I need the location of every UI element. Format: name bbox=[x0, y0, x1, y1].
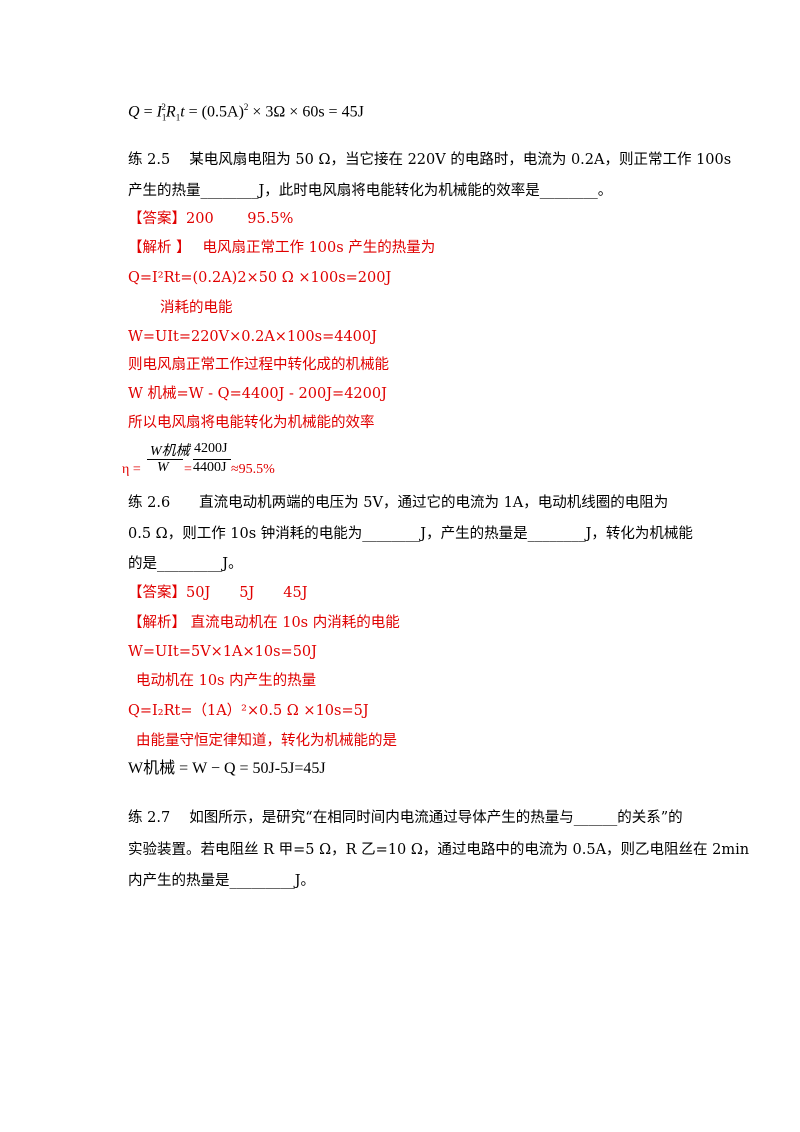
ex25-mech-label: 则电风扇正常工作过程中转化成的机械能 bbox=[128, 357, 389, 373]
top-formula: Q = I12R1t = (0.5A)2 × 3Ω × 60s = 45J bbox=[128, 102, 364, 123]
ex26-conservation-label: 由能量守恒定律知道，转化为机械能的是 bbox=[136, 733, 397, 749]
ex25-consumed-label: 消耗的电能 bbox=[160, 300, 233, 316]
ex25-answer: 【答案】200 95.5% bbox=[128, 211, 294, 227]
eff-result: ≈95.5% bbox=[231, 462, 275, 477]
eff-eq: = bbox=[184, 462, 192, 477]
eff-num-right: 4200J bbox=[194, 441, 228, 456]
ex25-heat-line: Q=I²Rt=(0.2A)2×50 Ω ×100s=200J bbox=[128, 270, 392, 286]
ex27-question-line1: 练 2.7 如图所示，是研究“在相同时间内电流通过导体产生的热量与______的… bbox=[128, 810, 683, 826]
ex25-work-line: W=UIt=220V×0.2A×100s=4400J bbox=[128, 329, 377, 345]
eff-fraction-bar-left bbox=[147, 459, 183, 460]
ex26-answer: 【答案】50J 5J 45J bbox=[128, 585, 308, 601]
eff-den-right: 4400J bbox=[193, 460, 227, 475]
ex26-question-line2: 0.5 Ω，则工作 10s 钟消耗的电能为________J，产生的热量是___… bbox=[128, 526, 693, 542]
ex26-analysis-head: 【解析】 直流电动机在 10s 内消耗的电能 bbox=[128, 615, 400, 631]
eff-den-left: W bbox=[157, 460, 169, 475]
ex25-analysis-head: 【解析 】 电风扇正常工作 100s 产生的热量为 bbox=[128, 240, 436, 256]
ex26-question-line3: 的是_________J。 bbox=[128, 556, 243, 572]
eff-num-left: W机械 bbox=[150, 444, 190, 459]
ex25-question-line2: 产生的热量________J，此时电风扇将电能转化为机械能的效率是_______… bbox=[128, 183, 613, 199]
ex26-mech-line: W机械 = W − Q = 50J-5J=45J bbox=[128, 760, 326, 777]
ex26-question-line1: 练 2.6 直流电动机两端的电压为 5V，通过它的电流为 1A，电动机线圈的电阻… bbox=[128, 495, 669, 511]
eff-fraction-bar-right bbox=[193, 459, 231, 460]
ex26-heat-line: Q=I₂Rt=（1A）²×0.5 Ω ×10s=5J bbox=[128, 703, 369, 719]
ex25-mech-line: W 机械=W - Q=4400J - 200J=4200J bbox=[128, 386, 387, 402]
ex26-heat-label: 电动机在 10s 内产生的热量 bbox=[136, 673, 317, 689]
ex26-work-line: W=UIt=5V×1A×10s=50J bbox=[128, 644, 317, 660]
ex27-question-line3: 内产生的热量是_________J。 bbox=[128, 873, 316, 889]
ex25-question-line1: 练 2.5 某电风扇电阻为 50 Ω，当它接在 220V 的电路时，电流为 0.… bbox=[128, 152, 732, 168]
eff-eta: η = bbox=[122, 462, 141, 477]
ex27-question-line2: 实验装置。若电阻丝 R 甲=5 Ω，R 乙=10 Ω，通过电路中的电流为 0.5… bbox=[128, 842, 750, 858]
ex25-eff-label: 所以电风扇将电能转化为机械能的效率 bbox=[128, 415, 375, 431]
